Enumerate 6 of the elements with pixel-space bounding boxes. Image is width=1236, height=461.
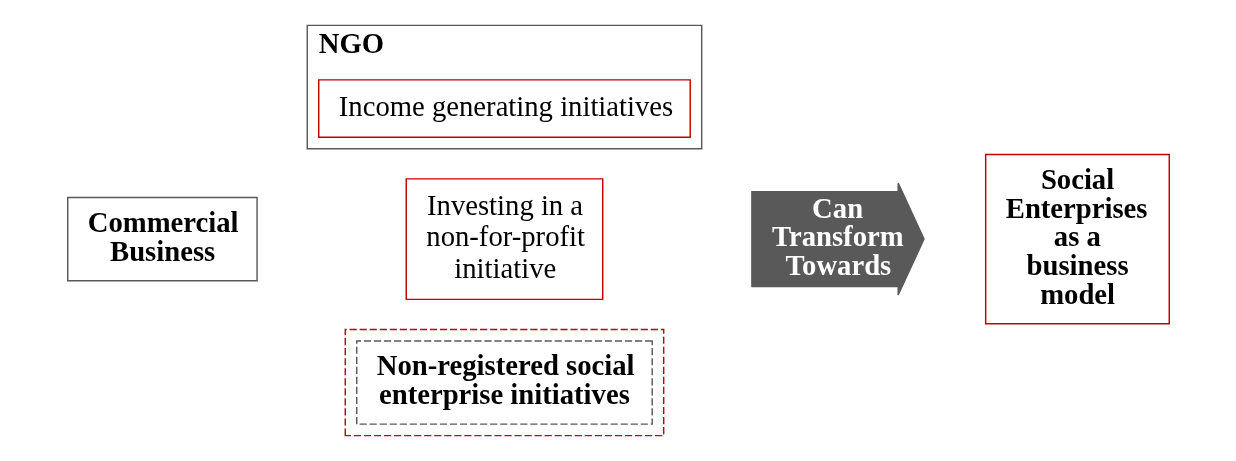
node-box: Non-registered social enterprise initiatives bbox=[355, 340, 653, 425]
node-box: Investing in a non-for-profit initiative bbox=[405, 178, 603, 301]
node-box: Commercial Business bbox=[66, 196, 258, 282]
node-box: Social Enterprises as a business model bbox=[984, 153, 1170, 325]
node-box: Income generating initiatives bbox=[317, 79, 691, 138]
cluster bbox=[344, 328, 664, 437]
